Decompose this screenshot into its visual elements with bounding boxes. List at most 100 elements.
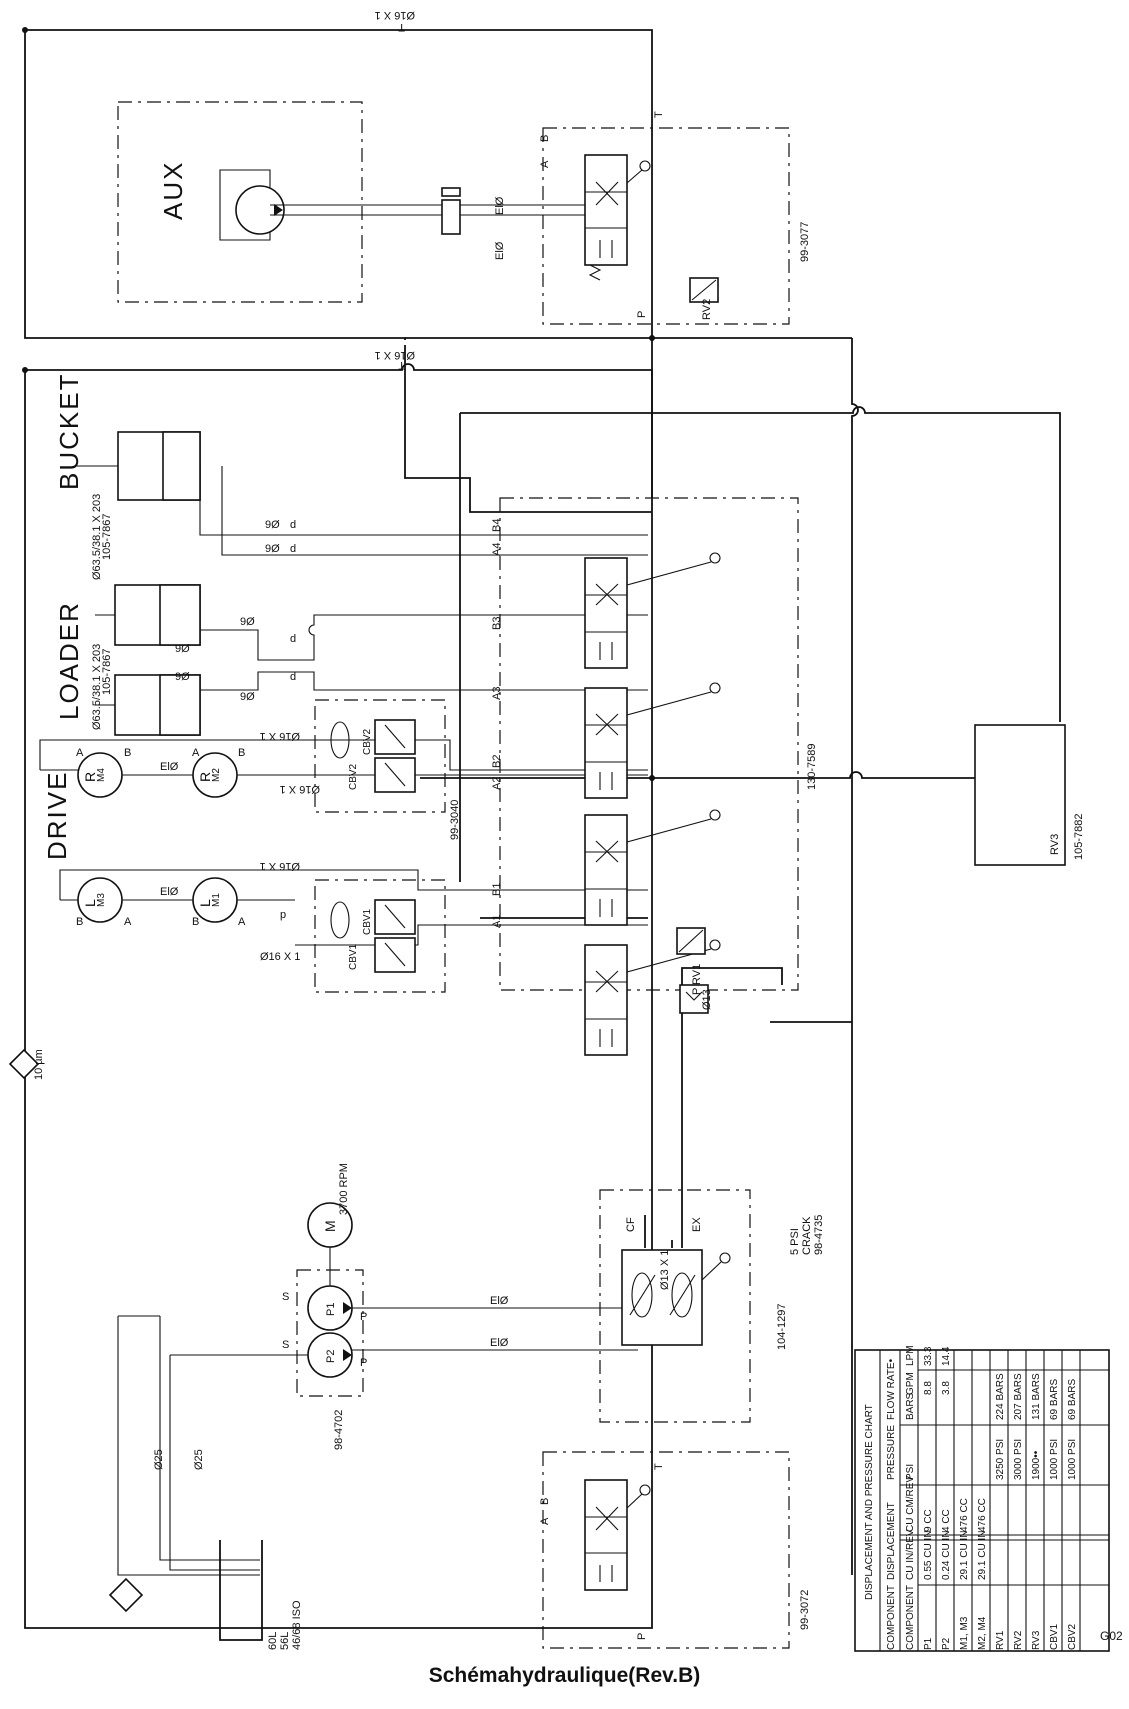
port-A4: A4: [491, 543, 503, 556]
part-number-labels: 99-3077 130-7589 105-7882 99-3040 105-78…: [33, 222, 1085, 1650]
chart-cell: 1000 PSI: [1049, 1439, 1060, 1480]
port-d-3: d: [290, 633, 296, 645]
chart-cell: RV1: [995, 1630, 1006, 1650]
spec-tank-2: 46/68 ISO: [291, 1600, 303, 1650]
label-bucket: BUCKET: [54, 373, 84, 490]
port-B-m3: B: [76, 916, 83, 928]
hose-main: Ø13 X 1: [659, 1250, 671, 1290]
chart-cell: 8.8: [923, 1381, 934, 1395]
port-B2: B2: [491, 755, 503, 768]
hose-check: Ø13: [701, 989, 713, 1010]
pressure-chart: DISPLACEMENT AND PRESSURE CHART COMPONEN…: [854, 1345, 1110, 1652]
pn-loader-cyl: 105-7867: [101, 649, 113, 696]
comp-CBV1-a: CBV1: [362, 908, 373, 935]
hose-loader-4: 9Ø: [240, 691, 255, 703]
chart-cell: P1: [923, 1637, 934, 1650]
comp-RV1: RV1: [691, 964, 703, 985]
chart-group-1: DISPLACEMENT: [886, 1502, 897, 1580]
port-d-4: d: [290, 671, 296, 683]
chart-cell: 69 BARS: [1049, 1379, 1060, 1420]
actuators: [8, 27, 655, 1641]
section-labels: AUX BUCKET LOADER DRIVE: [42, 161, 188, 860]
hose-pump-1: ElØ: [490, 1295, 509, 1307]
assembly-boxes: [117, 101, 799, 1649]
port-A-front: A: [539, 1517, 551, 1525]
chart-cell: M1, M3: [959, 1616, 970, 1650]
spec-filter: 10 µm: [33, 1049, 45, 1080]
port-B3: B3: [491, 617, 503, 630]
spec-tank-0: 60L: [267, 1632, 279, 1650]
hydraulic-schematic: AUX BUCKET LOADER DRIVE 99-3077 130-7589…: [8, 9, 1123, 1652]
pn-check-valve: 98-4735: [813, 1215, 825, 1255]
figure-caption: Schémahydraulique(Rev.B): [428, 1664, 701, 1687]
port-A-aux: A: [539, 160, 551, 168]
hose-suction-2: Ø25: [193, 1449, 205, 1470]
chart-cell: 131 BARS: [1031, 1373, 1042, 1420]
directional-valves: [584, 154, 731, 1591]
port-CF: CF: [625, 1217, 637, 1232]
port-A-m4: A: [76, 747, 84, 759]
chart-col-6: LPM: [905, 1345, 916, 1366]
spec-tank-1: 56L: [279, 1632, 291, 1650]
comp-P1: P1: [325, 1303, 337, 1316]
comp-L-2: L: [197, 899, 213, 907]
port-A2: A2: [491, 777, 503, 790]
port-B-m4: B: [124, 747, 131, 759]
hose-motor-1: ElØ: [160, 761, 179, 773]
chart-cell: 224 BARS: [995, 1373, 1006, 1420]
label-loader: LOADER: [54, 601, 84, 720]
port-EX: EX: [691, 1217, 703, 1232]
chart-col-1: CU IN/REV: [905, 1529, 916, 1580]
chart-col-3: PSI: [905, 1464, 916, 1480]
chart-col-4: BARS: [905, 1392, 916, 1420]
hose-aux-2: ElØ: [494, 241, 506, 260]
port-P-front: P: [636, 1633, 648, 1640]
hose-drive-4: Ø16 X 1: [260, 951, 300, 963]
port-T-aux: T: [653, 111, 665, 118]
chart-col-2: CU CM/REV: [905, 1476, 916, 1532]
chart-cell: CBV1: [1049, 1623, 1060, 1650]
chart-cell: 1900••: [1031, 1450, 1042, 1480]
port-A1: A1: [491, 915, 503, 928]
port-A-m1: A: [238, 916, 246, 928]
port-P-pump2: P: [360, 1357, 367, 1369]
chart-cell: 3000 PSI: [1013, 1439, 1024, 1480]
chart-cell: 3.8: [941, 1381, 952, 1395]
chart-cell: M2, M4: [977, 1616, 988, 1650]
port-A-m3: A: [124, 916, 132, 928]
chart-cell: 4 CC: [941, 1509, 952, 1532]
chart-cell: 14.4: [941, 1346, 952, 1366]
port-p-1: p: [280, 909, 286, 921]
chart-cell: CBV2: [1067, 1623, 1078, 1650]
pn-cbv-block: 99-3040: [449, 800, 461, 840]
chart-cell: 207 BARS: [1013, 1373, 1024, 1420]
hose-top: Ø16 X 1: [375, 9, 415, 21]
port-S-2: S: [282, 1339, 289, 1351]
hose-drive-2: Ø16 X 1: [280, 783, 320, 795]
comp-RV2: RV2: [701, 299, 713, 320]
port-B4: B4: [491, 519, 503, 532]
hose-aux-1: ElØ: [494, 196, 506, 215]
comp-M: M: [322, 1220, 338, 1232]
chart-cell: 1000 PSI: [1067, 1439, 1078, 1480]
hose-bucket-1: 9Ø: [265, 519, 280, 531]
port-P-pump1: P: [360, 1311, 367, 1323]
pn-main-valve: 130-7589: [806, 744, 818, 791]
comp-RV3: RV3: [1049, 834, 1061, 855]
label-drive: DRIVE: [42, 771, 72, 860]
hose-labels: Ø16 X 1 Ø16 X 1 Ø13 X 1 Ø13 Ø25 Ø25 ElØ …: [153, 9, 713, 1470]
comp-M1: M1: [211, 893, 222, 907]
port-B-front: B: [539, 1498, 551, 1505]
chart-row-lines: [935, 1350, 1081, 1651]
pn-flow-divider: 104-1297: [776, 1304, 788, 1351]
hose-drive-3: Ø16 X 1: [260, 860, 300, 872]
comp-CBV2-a: CBV2: [362, 728, 373, 755]
chart-cell: 29.1 CU IN: [959, 1531, 970, 1580]
port-P-aux: P: [636, 311, 648, 318]
hose-mid: Ø16 X 1: [375, 349, 415, 361]
port-d-1: d: [290, 519, 296, 531]
port-labels: T T T P A B A4 B4 A3 B3 A2 B2 A1 B1 CF E…: [76, 21, 703, 1640]
chart-col-0: COMPONENT: [905, 1585, 916, 1650]
component-labels: P1 P2 M M4 M2 M3 M1 R R L L RV1 RV2 RV3 …: [82, 299, 1061, 1363]
